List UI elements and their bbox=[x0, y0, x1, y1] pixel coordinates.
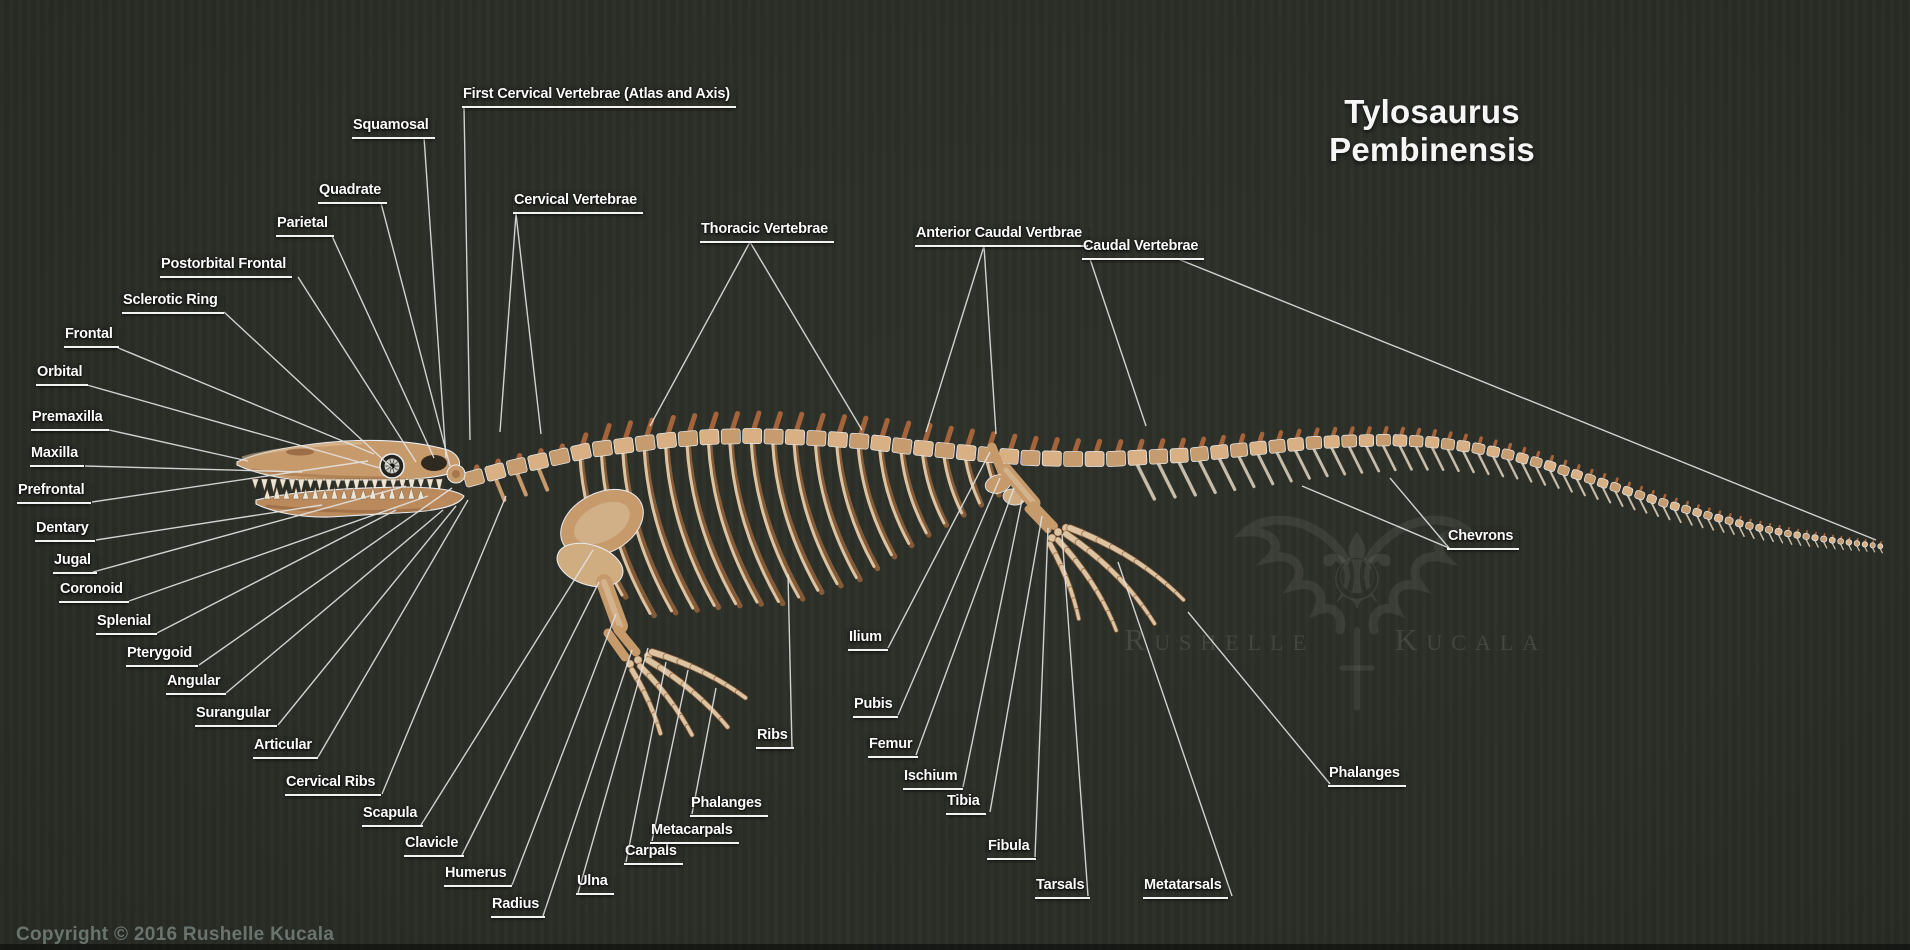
leader-line-squamosal bbox=[423, 136, 447, 459]
leader-line-parietal bbox=[331, 235, 435, 459]
label-premaxilla: Premaxilla bbox=[31, 409, 109, 431]
label-parietal: Parietal bbox=[276, 215, 334, 237]
label-clavicle: Clavicle bbox=[404, 835, 465, 857]
label-humerus: Humerus bbox=[444, 865, 513, 887]
label-squamosal: Squamosal bbox=[352, 117, 435, 139]
label-coronoid: Coronoid bbox=[59, 581, 129, 603]
label-postorbital-frontal: Postorbital Frontal bbox=[160, 256, 293, 278]
label-ribs: Ribs bbox=[756, 727, 794, 749]
leader-line-pubis bbox=[897, 477, 1001, 716]
label-surangular: Surangular bbox=[195, 705, 277, 727]
label-ulna: Ulna bbox=[576, 873, 614, 895]
leader-line-dentary bbox=[95, 504, 323, 541]
leader-line-fibula bbox=[1034, 527, 1049, 858]
leader-line-angular bbox=[225, 509, 444, 694]
copyright-text: Copyright © 2016 Rushelle Kucala bbox=[16, 924, 335, 945]
leader-line-chevrons bbox=[1301, 485, 1450, 549]
label-anterior-caudal-vertebrae: Anterior Caudal Vertbrae bbox=[915, 225, 1089, 247]
leader-line-pterygoid bbox=[198, 487, 453, 666]
label-tibia: Tibia bbox=[946, 793, 986, 815]
leader-line-quadrate bbox=[380, 202, 451, 467]
label-phalanges-hindlimb: Phalanges bbox=[1328, 765, 1406, 787]
label-prefrontal: Prefrontal bbox=[17, 482, 91, 504]
leader-line-surangular bbox=[277, 505, 457, 726]
label-dentary: Dentary bbox=[35, 520, 95, 542]
leader-line-anterior-caudal-vertebrae bbox=[925, 245, 985, 433]
leader-line-ilium bbox=[887, 451, 991, 649]
leader-line-femur bbox=[915, 487, 1015, 756]
leader-line-cervical-ribs bbox=[381, 495, 507, 795]
leader-line-anterior-caudal-vertebrae bbox=[983, 245, 997, 435]
leader-line-humerus bbox=[511, 613, 617, 886]
label-cervical-vertebrae: Cervical Vertebrae bbox=[513, 192, 643, 214]
leader-line-chevrons bbox=[1389, 477, 1450, 549]
label-articular: Articular bbox=[253, 737, 318, 759]
bottom-edge-strip bbox=[0, 944, 1910, 950]
leader-line-radius bbox=[542, 649, 633, 917]
leader-line-postorbital-frontal bbox=[297, 276, 417, 463]
leader-line-phalanges-forelimb bbox=[691, 687, 717, 815]
leader-line-metatarsals bbox=[1117, 561, 1233, 897]
label-quadrate: Quadrate bbox=[318, 182, 388, 204]
leader-line-carpals bbox=[625, 661, 667, 863]
leader-line-prefrontal bbox=[91, 460, 369, 503]
label-maxilla: Maxilla bbox=[30, 445, 84, 467]
leader-line-cervical-vertebrae bbox=[499, 213, 517, 433]
leader-line-maxilla bbox=[84, 465, 303, 473]
label-orbital: Orbital bbox=[36, 364, 89, 386]
leader-line-coronoid bbox=[128, 495, 429, 602]
label-metacarpals: Metacarpals bbox=[650, 822, 739, 844]
leader-line-tarsals bbox=[1061, 533, 1089, 897]
page-title: Tylosaurus Pembinensis bbox=[1329, 93, 1535, 168]
label-pterygoid: Pterygoid bbox=[126, 645, 199, 667]
label-ilium: Ilium bbox=[848, 629, 888, 651]
label-caudal-vertebrae: Caudal Vertebrae bbox=[1082, 238, 1205, 260]
leader-line-orbital bbox=[86, 384, 381, 469]
leader-line-caudal-vertebrae bbox=[1089, 258, 1147, 427]
leader-line-ischium bbox=[962, 499, 1023, 788]
label-phalanges-forelimb: Phalanges bbox=[690, 795, 768, 817]
label-femur: Femur bbox=[868, 736, 919, 758]
label-jugal: Jugal bbox=[53, 552, 97, 574]
label-scapula: Scapula bbox=[362, 805, 424, 827]
leader-line-cervical-vertebrae bbox=[515, 213, 542, 435]
leader-line-scapula bbox=[420, 549, 594, 826]
label-ischium: Ischium bbox=[903, 768, 964, 790]
label-thoracic-vertebrae: Thoracic Vertebrae bbox=[700, 221, 834, 243]
label-first-cervical-vertebrae: First Cervical Vertebrae (Atlas and Axis… bbox=[462, 86, 736, 108]
leader-line-ribs bbox=[787, 573, 793, 749]
label-angular: Angular bbox=[166, 673, 227, 695]
label-metatarsals: Metatarsals bbox=[1143, 877, 1228, 899]
leader-line-sclerotic-ring bbox=[223, 311, 393, 469]
label-chevrons: Chevrons bbox=[1447, 528, 1520, 550]
leader-line-premaxilla bbox=[108, 429, 249, 462]
label-pubis: Pubis bbox=[853, 696, 899, 718]
leader-line-phalanges-hindlimb bbox=[1187, 611, 1331, 785]
leader-line-thoracic-vertebrae bbox=[649, 241, 751, 427]
leader-line-clavicle bbox=[461, 581, 600, 856]
label-carpals: Carpals bbox=[624, 843, 683, 865]
leader-line-metacarpals bbox=[651, 669, 689, 842]
label-fibula: Fibula bbox=[987, 838, 1036, 860]
label-frontal: Frontal bbox=[64, 326, 119, 348]
leader-line-articular bbox=[317, 499, 469, 758]
label-splenial: Splenial bbox=[96, 613, 157, 635]
label-radius: Radius bbox=[491, 896, 546, 918]
label-cervical-ribs: Cervical Ribs bbox=[285, 774, 382, 796]
label-sclerotic-ring: Sclerotic Ring bbox=[122, 292, 224, 314]
leader-line-ulna bbox=[577, 647, 649, 894]
leader-line-jugal bbox=[92, 485, 407, 573]
label-tarsals: Tarsals bbox=[1035, 877, 1091, 899]
leader-line-frontal bbox=[115, 346, 375, 455]
leader-line-first-cervical-vertebrae bbox=[463, 106, 471, 441]
leader-line-tibia bbox=[989, 515, 1043, 813]
leader-line-thoracic-vertebrae bbox=[749, 241, 863, 431]
leader-line-caudal-vertebrae bbox=[1177, 258, 1877, 541]
leader-line-splenial bbox=[156, 509, 397, 634]
